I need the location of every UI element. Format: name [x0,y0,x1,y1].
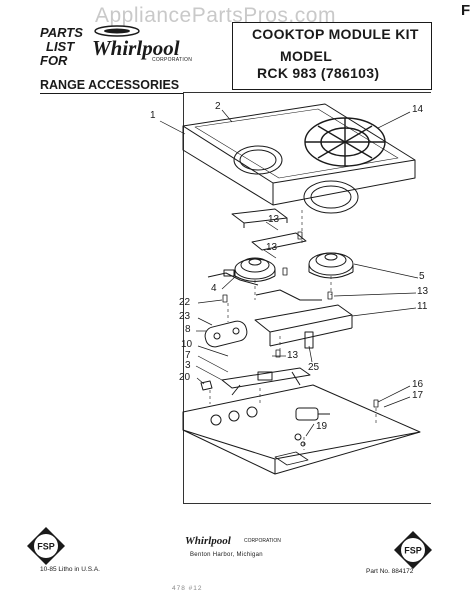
callout-22: 22 [179,297,191,308]
callout-7: 7 [185,350,191,361]
orifice-fitting [200,380,213,391]
callout-13-a: 13 [268,214,280,225]
bottom-pan [182,384,421,475]
callout-19: 19 [316,421,328,432]
callout-25: 25 [308,362,320,373]
footer-brand: Whirlpool [185,535,231,547]
brand-logo: Whirlpool [92,36,180,60]
title-line-2: MODEL [280,48,333,64]
gasket [204,320,248,348]
igniter-right [255,289,322,301]
title-line-3: RCK 983 (786103) [257,65,380,81]
cooktop-top-panel [182,103,416,206]
callout-2: 2 [215,101,221,112]
callout-3: 3 [185,360,191,371]
valve-manifold [221,367,311,396]
callout-4: 4 [211,283,217,294]
corner-mark: F [461,2,471,19]
brand-subtitle: CORPORATION [152,57,193,63]
callout-13-d: 13 [287,350,299,361]
callout-8: 8 [185,324,191,335]
callout-20: 20 [179,372,191,383]
parts-label-line-2: LIST [46,39,75,54]
burner-left [234,257,276,282]
callout-13-b: 13 [266,242,278,253]
callout-17: 17 [412,390,424,401]
parts-label-line-3: FOR [40,53,68,68]
callout-13-c: 13 [417,286,429,297]
valve-bracket [254,304,353,349]
footer-brand-subtitle: CORPORATION [244,538,281,544]
seal-left-text: FSP [37,542,55,552]
watermark: AppliancePartsPros.com [95,4,336,27]
diagram-frame [183,92,431,504]
igniter-left [207,269,259,286]
footer-city: Benton Harbor, Michigan [190,552,263,558]
fsp-seal-right-icon: FSP [394,531,432,569]
burner-grate [304,117,386,167]
burner-tube-lower [251,232,307,251]
footer-code: 478 #12 [172,585,203,592]
callout-16: 16 [412,379,424,390]
callout-14: 14 [412,104,424,115]
section-title: RANGE ACCESSORIES [40,78,180,92]
callout-23: 23 [179,311,191,322]
parts-list-label: PARTS LIST FOR [40,26,83,68]
title-line-1: COOKTOP MODULE KIT [252,26,419,42]
fsp-seal-left-icon: FSP [27,527,65,565]
right-burner-opening [303,180,359,214]
callout-11: 11 [417,301,428,312]
left-burner-opening [233,145,283,175]
burner-tube-upper [231,208,288,228]
callout-10: 10 [181,339,193,350]
section-rule [40,93,184,94]
valve-body [295,407,330,421]
seal-right-text: FSP [404,546,422,556]
parts-label-line-1: PARTS [40,25,83,40]
callout-5: 5 [419,271,425,282]
title-box [232,22,432,90]
footer-date: 10-85 Litho in U.S.A. [40,566,100,573]
screws [222,231,379,408]
footer-part-number: Part No. 884172 [366,568,414,575]
brand-swoosh-icon [94,25,140,37]
callout-1: 1 [150,110,156,121]
burner-right [308,252,354,279]
